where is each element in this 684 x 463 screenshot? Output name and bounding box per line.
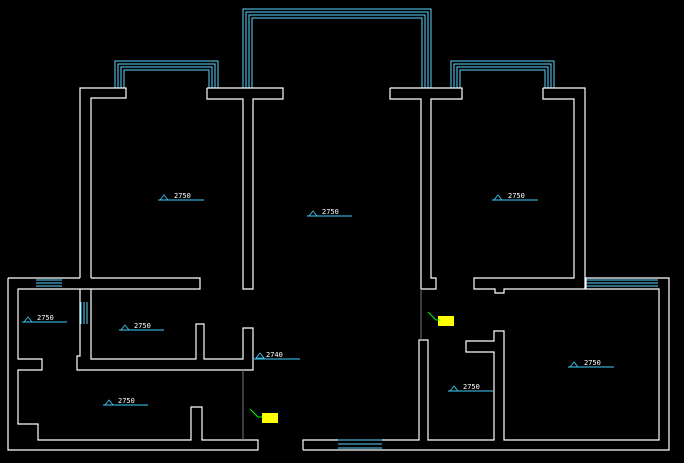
window-right-top — [586, 279, 658, 287]
elevation-room-left-bottom: 2750 — [103, 397, 148, 406]
marker-right — [427, 311, 454, 326]
elevation-corridor: 2740 — [254, 351, 300, 360]
elevation-room-left-mid: 2750 — [119, 322, 164, 331]
svg-text:2750: 2750 — [508, 192, 525, 200]
svg-text:2750: 2750 — [322, 208, 339, 216]
bay-window-right — [450, 60, 555, 88]
elevation-room-right-small: 2750 — [448, 383, 493, 392]
svg-text:2750: 2750 — [584, 359, 601, 367]
bay-window-center — [242, 8, 432, 88]
svg-text:2750: 2750 — [463, 383, 480, 391]
svg-text:2750: 2750 — [134, 322, 151, 330]
window-left-side — [80, 302, 88, 324]
elevation-room-right-large: 2750 — [568, 359, 614, 368]
svg-text:2750: 2750 — [174, 192, 191, 200]
window-bottom-center — [338, 439, 382, 449]
elevation-room-left-small: 2750 — [22, 314, 67, 323]
svg-text:2750: 2750 — [37, 314, 54, 322]
svg-text:2750: 2750 — [118, 397, 135, 405]
bay-window-left — [114, 60, 219, 88]
elevation-bedroom-right: 2750 — [492, 192, 538, 201]
svg-text:2740: 2740 — [266, 351, 283, 359]
walls — [7, 87, 670, 451]
elevation-living-center: 2750 — [307, 208, 352, 217]
marker-left — [249, 408, 278, 423]
window-left-top — [36, 279, 62, 287]
elevation-bedroom-left: 2750 — [158, 192, 204, 201]
